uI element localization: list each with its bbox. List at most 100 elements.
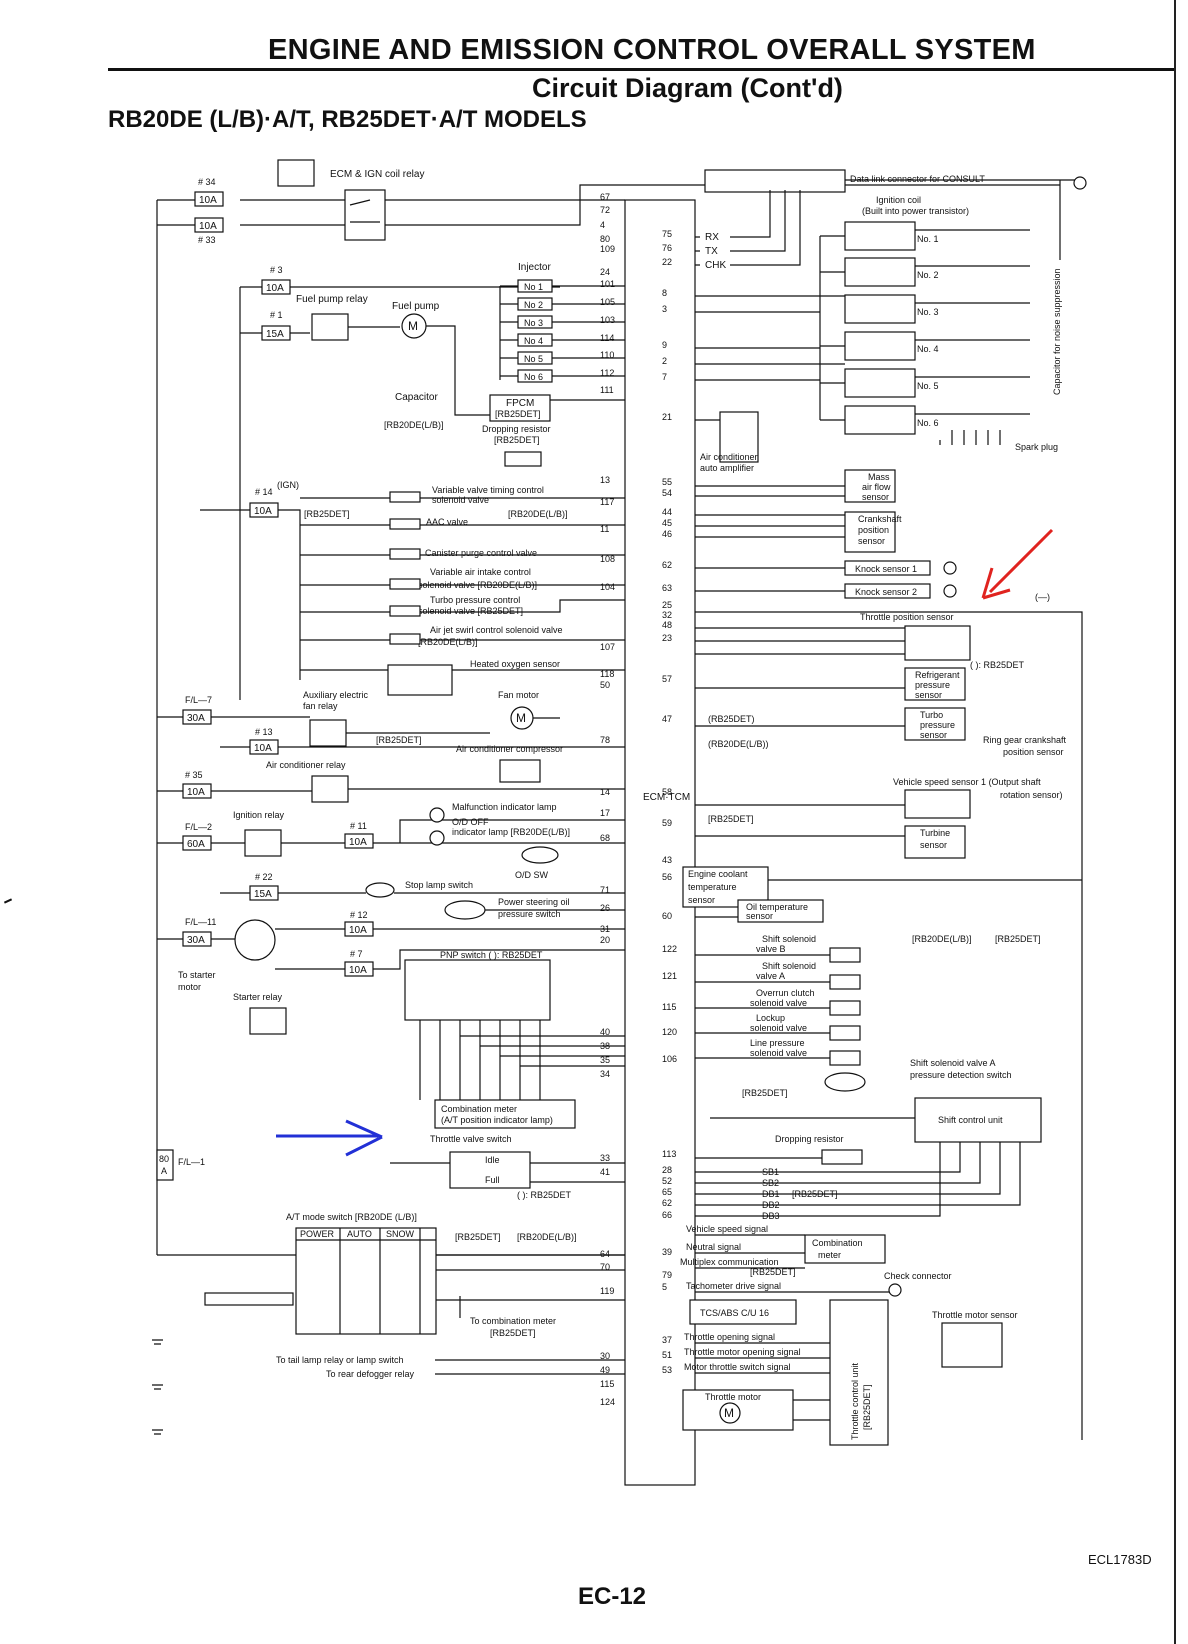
svg-text:10A: 10A xyxy=(199,195,217,206)
svg-text:Air conditioner compressor: Air conditioner compressor xyxy=(456,744,563,754)
svg-text:No. 6: No. 6 xyxy=(917,418,939,428)
svg-text:[RB20DE(L/B)]: [RB20DE(L/B)] xyxy=(418,637,478,647)
combination-meter: Combination meter (A/T position indicato… xyxy=(434,1099,576,1129)
ecm-pin-right: 79 xyxy=(662,1270,672,1280)
svg-text:80: 80 xyxy=(159,1154,169,1164)
capacitor-noise-label: Capacitor for noise suppression xyxy=(1052,268,1062,395)
svg-text:Power steering oil: Power steering oil xyxy=(498,897,570,907)
svg-text:air flow: air flow xyxy=(862,482,891,492)
ecm-pin-left: 67 xyxy=(600,192,610,202)
svg-text:fan relay: fan relay xyxy=(303,701,338,711)
ecm-pin-right: 106 xyxy=(662,1054,677,1064)
svg-text:Idle: Idle xyxy=(485,1155,500,1165)
fuse-33: 10A # 33 xyxy=(194,217,224,245)
ecm-pin-left: 20 xyxy=(600,935,610,945)
models-heading: RB20DE (L/B)·A/T, RB25DET·A/T MODELS xyxy=(108,106,587,133)
svg-text:[RB25DET]: [RB25DET] xyxy=(708,814,754,824)
svg-text:# 34: # 34 xyxy=(198,177,216,187)
ecm-pin-right: 47 xyxy=(662,714,672,724)
svg-text:Knock sensor 2: Knock sensor 2 xyxy=(855,587,917,597)
ecm-pin-right: 54 xyxy=(662,488,672,498)
ecm-pin-right: 121 xyxy=(662,971,677,981)
throttle-motor-sensor: Throttle motor sensor xyxy=(932,1310,1018,1368)
svg-text:rotation sensor): rotation sensor) xyxy=(1000,790,1063,800)
ecm-pin-right: 115 xyxy=(662,1002,676,1012)
svg-text:pressure detection switch: pressure detection switch xyxy=(910,1070,1012,1080)
svg-text:F/L—1: F/L—1 xyxy=(178,1157,205,1167)
ecm-pin-left: 78 xyxy=(600,735,610,745)
svg-text:Fan motor: Fan motor xyxy=(498,690,539,700)
ecm-pin-right: 8 xyxy=(662,288,667,298)
svg-text:Tachometer drive signal: Tachometer drive signal xyxy=(686,1281,781,1291)
ecm-pin-left: 33 xyxy=(600,1153,610,1163)
svg-text:No. 5: No. 5 xyxy=(917,381,939,391)
svg-text:15A: 15A xyxy=(266,329,284,340)
fpcm: FPCM [RB25DET] [RB20DE(L/B)] Dropping re… xyxy=(384,394,625,467)
ecm-pin-right: 32 xyxy=(662,610,672,620)
output-signals: Vehicle speed signal Neutral signal Mult… xyxy=(680,1224,952,1297)
svg-text:[RB20DE(L/B)]: [RB20DE(L/B)] xyxy=(912,934,972,944)
knock-sensors: Knock sensor 1 Knock sensor 2 xyxy=(695,560,957,599)
ecm-pin-right: 53 xyxy=(662,1365,672,1375)
ecm-pin-right: 21 xyxy=(662,412,672,422)
svg-text:F/L—7: F/L—7 xyxy=(185,695,212,705)
ecm-pin-right: 2 xyxy=(662,356,667,366)
tcs-abs-unit: TCS/ABS C/U 16 xyxy=(689,1299,797,1325)
svg-text:No. 1: No. 1 xyxy=(917,234,939,244)
ac-relay: Air conditioner relay # 35 10A xyxy=(157,760,625,803)
svg-text:Air jet swirl control solenoid: Air jet swirl control solenoid valve xyxy=(430,625,563,635)
ecm-pin-right: 25 xyxy=(662,600,672,610)
fuse-13: # 13 10A [RB25DET] Air conditioner compr… xyxy=(220,727,625,783)
svg-text:[RB25DET]: [RB25DET] xyxy=(862,1384,872,1430)
svg-text:O/D OFF: O/D OFF xyxy=(452,817,489,827)
svg-text:Shift solenoid: Shift solenoid xyxy=(762,961,816,971)
ecm-pin-right: 43 xyxy=(662,855,672,865)
consult-pins: RX TX CHK xyxy=(695,190,801,271)
svg-text:# 35: # 35 xyxy=(185,770,203,780)
svg-text:15A: 15A xyxy=(254,889,272,900)
svg-text:Auxiliary electric: Auxiliary electric xyxy=(303,690,369,700)
svg-text:Knock sensor 1: Knock sensor 1 xyxy=(855,564,917,574)
svg-text:AUTO: AUTO xyxy=(347,1229,372,1239)
svg-text:[RB25DET]: [RB25DET] xyxy=(304,509,350,519)
svg-text:[RB25DET]: [RB25DET] xyxy=(455,1232,501,1242)
ground-symbols-left xyxy=(152,1339,163,1435)
data-link-connector: Data link connector for CONSULT xyxy=(704,169,1087,260)
ecm-pin-left: 108 xyxy=(600,554,615,564)
red-annotation-arrow xyxy=(981,528,1054,600)
turbine-sensor: [RB25DET] Turbine sensor xyxy=(695,814,966,859)
fuse-7: # 7 10A xyxy=(275,949,625,977)
svg-text:[RB25DET]: [RB25DET] xyxy=(750,1267,796,1277)
svg-text:solenoid valve: solenoid valve xyxy=(432,495,489,505)
svg-text:(—): (—) xyxy=(1035,592,1050,602)
ecm-pin-left: 26 xyxy=(600,903,610,913)
svg-text:Check connector: Check connector xyxy=(884,1271,952,1281)
svg-text:M: M xyxy=(724,1406,734,1420)
injector-label: Injector xyxy=(518,262,551,273)
ecm-pin-left: 110 xyxy=(600,350,614,360)
svg-text:Neutral signal: Neutral signal xyxy=(686,1242,741,1252)
svg-text:10A: 10A xyxy=(199,221,217,232)
ecm-pin-left: 111 xyxy=(600,385,614,395)
svg-text:To tail lamp relay or lamp swi: To tail lamp relay or lamp switch xyxy=(276,1355,404,1365)
ecm-pin-left: 11 xyxy=(600,524,609,534)
svg-text:Dropping resistor: Dropping resistor xyxy=(775,1134,844,1144)
ac-auto-amplifier: Air conditioner auto amplifier xyxy=(695,411,759,473)
svg-text:Ring gear crankshaft: Ring gear crankshaft xyxy=(983,735,1067,745)
svg-text:Air conditioner relay: Air conditioner relay xyxy=(266,760,346,770)
svg-text:No 1: No 1 xyxy=(524,282,543,292)
fuse-fl11: F/L—11 30A xyxy=(157,917,276,961)
svg-text:No. 3: No. 3 xyxy=(917,307,939,317)
ecm-pin-left: 107 xyxy=(600,642,615,652)
shift-control-unit: [RB25DET] Shift control unit xyxy=(710,1088,1042,1143)
svg-text:60A: 60A xyxy=(187,839,205,850)
ecm-pin-right: 63 xyxy=(662,583,672,593)
fuse-wiring-top xyxy=(239,286,560,700)
svg-text:TX: TX xyxy=(705,246,718,257)
starter: To starter motor Starter relay xyxy=(178,970,287,1035)
injector-bank: No 1 No 2 No 3 No 4 No 5 No 6 xyxy=(499,279,625,383)
mil-od-lamps: Malfunction indicator lamp O/D OFF indic… xyxy=(429,802,570,880)
svg-text:sensor: sensor xyxy=(920,730,947,740)
svg-text:Ignition relay: Ignition relay xyxy=(233,810,285,820)
